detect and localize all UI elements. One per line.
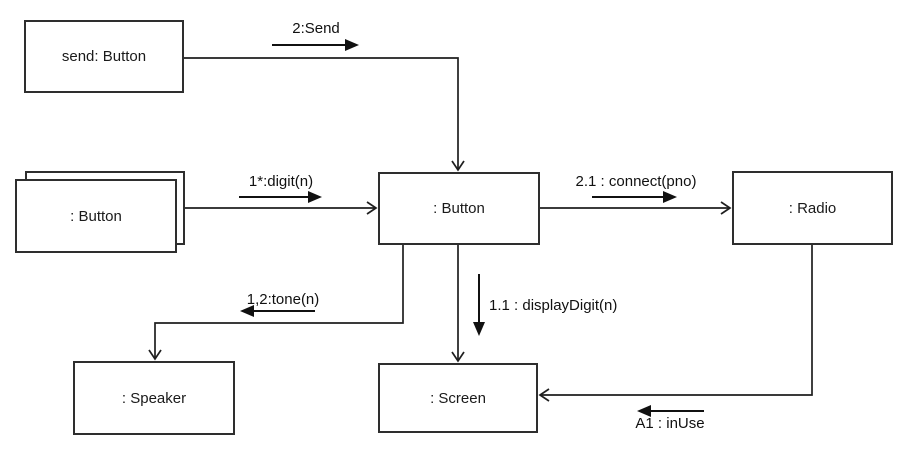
node-screen: : Screen: [378, 363, 538, 433]
message-label-display-digit: 1.1 : displayDigit(n): [489, 297, 618, 314]
message-arrow-display-digit: [473, 274, 485, 336]
node-radio-label: : Radio: [788, 199, 837, 217]
link-button-to-speaker: [148, 245, 404, 361]
node-button-array-label: : Button: [70, 207, 122, 225]
link-button-to-radio: [540, 201, 732, 215]
message-label-digit: 1*:digit(n): [248, 173, 314, 190]
link-send-button-to-button: [184, 57, 465, 172]
message-arrow-digit: [239, 191, 322, 203]
message-label-send: 2:Send: [292, 20, 340, 37]
node-speaker-label: : Speaker: [121, 389, 187, 407]
link-button-to-screen: [451, 245, 465, 363]
node-send-button: send: Button: [24, 20, 184, 93]
node-button: : Button: [378, 172, 540, 245]
message-label-tone: 1,2:tone(n): [246, 291, 320, 308]
message-label-in-use: A1 : inUse: [635, 415, 705, 432]
message-arrow-tone: [240, 305, 315, 317]
node-button-array: : Button: [15, 179, 177, 253]
node-send-button-label: send: Button: [61, 48, 147, 65]
message-arrow-send: [272, 39, 359, 51]
message-label-connect: 2.1 : connect(pno): [575, 173, 697, 190]
node-speaker: : Speaker: [73, 361, 235, 435]
link-button-array-to-button: [185, 201, 378, 215]
node-screen-label: : Screen: [430, 389, 486, 407]
node-radio: : Radio: [732, 171, 893, 245]
link-radio-to-screen: [538, 245, 813, 402]
message-arrow-connect: [592, 191, 677, 203]
node-button-label: : Button: [433, 200, 485, 217]
message-arrow-in-use: [637, 405, 704, 417]
